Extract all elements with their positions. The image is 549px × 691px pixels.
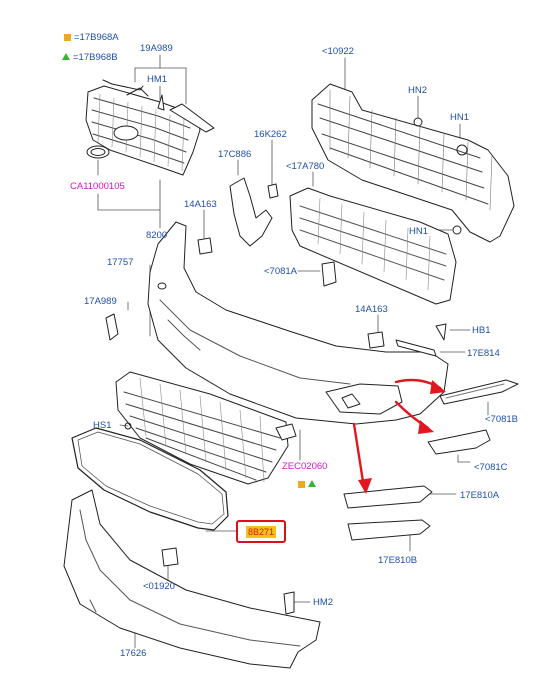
label-hm1: HM1 xyxy=(147,74,168,85)
impact-beam-drawing xyxy=(311,83,515,243)
legend-square: =17B968A xyxy=(64,32,119,43)
label-hb1: HB1 xyxy=(472,325,491,336)
side-bracket-drawing xyxy=(229,177,273,247)
label-14a163-left: 14A163 xyxy=(184,199,217,210)
label-16k262: 16K262 xyxy=(254,129,287,140)
legend-triangle: =17B968B xyxy=(62,52,118,63)
legend-markers-inline xyxy=(298,479,319,490)
bracket-7081b-drawing xyxy=(439,379,519,405)
label-hn2: HN2 xyxy=(408,85,428,96)
label-17e810b: 17E810B xyxy=(378,555,418,566)
label-17e814: 17E814 xyxy=(467,348,500,359)
label-zec02060: ZEC02060 xyxy=(282,461,328,472)
label-8b271: 8B271 xyxy=(245,525,277,538)
label-hs1: HS1 xyxy=(93,420,112,431)
label-01920: <01920 xyxy=(143,581,175,592)
lower-spoiler-drawing xyxy=(63,489,321,669)
absorber-drawing xyxy=(289,187,457,305)
trim-17e810a-drawing xyxy=(343,485,433,509)
bracket-7081c-drawing xyxy=(427,429,491,455)
orange-square-icon xyxy=(298,480,305,488)
label-17c886: 17C886 xyxy=(218,149,252,160)
grille-surround-drawing xyxy=(71,427,229,531)
label-ca11000105: CA11000105 xyxy=(70,181,125,192)
legend-square-text: =17B968A xyxy=(74,32,119,43)
label-7081b: <7081B xyxy=(485,414,519,425)
orange-square-icon xyxy=(64,33,71,41)
label-hn1-mid: HN1 xyxy=(409,226,429,237)
label-17a780: <17A780 xyxy=(286,161,325,172)
legend-triangle-text: =17B968B xyxy=(73,52,118,63)
bracket-7081a-drawing xyxy=(321,261,337,287)
lower-grille-drawing xyxy=(115,371,297,485)
bumper-cover-drawing xyxy=(105,221,449,425)
green-triangle-icon xyxy=(308,480,316,487)
label-hm2: HM2 xyxy=(313,597,334,608)
label-10922: <10922 xyxy=(322,46,354,57)
green-triangle-icon xyxy=(62,53,70,60)
label-7081a: <7081A xyxy=(264,266,298,277)
highlighted-part-8b271[interactable]: 8B271 xyxy=(236,520,286,543)
emblem-drawing xyxy=(86,145,110,159)
label-14a163-right: 14A163 xyxy=(355,304,388,315)
label-hn1-right: HN1 xyxy=(450,112,470,123)
label-17a989: 17A989 xyxy=(84,296,117,307)
label-17626: 17626 xyxy=(120,648,147,659)
trim-17e810b-drawing xyxy=(347,519,431,541)
label-8200: 8200 xyxy=(146,230,168,241)
upper-grille-drawing xyxy=(85,79,215,176)
label-17e810a: 17E810A xyxy=(460,490,500,501)
label-7081c: <7081C xyxy=(474,462,508,473)
label-17757: 17757 xyxy=(107,257,134,268)
label-19a989: 19A989 xyxy=(140,43,173,54)
